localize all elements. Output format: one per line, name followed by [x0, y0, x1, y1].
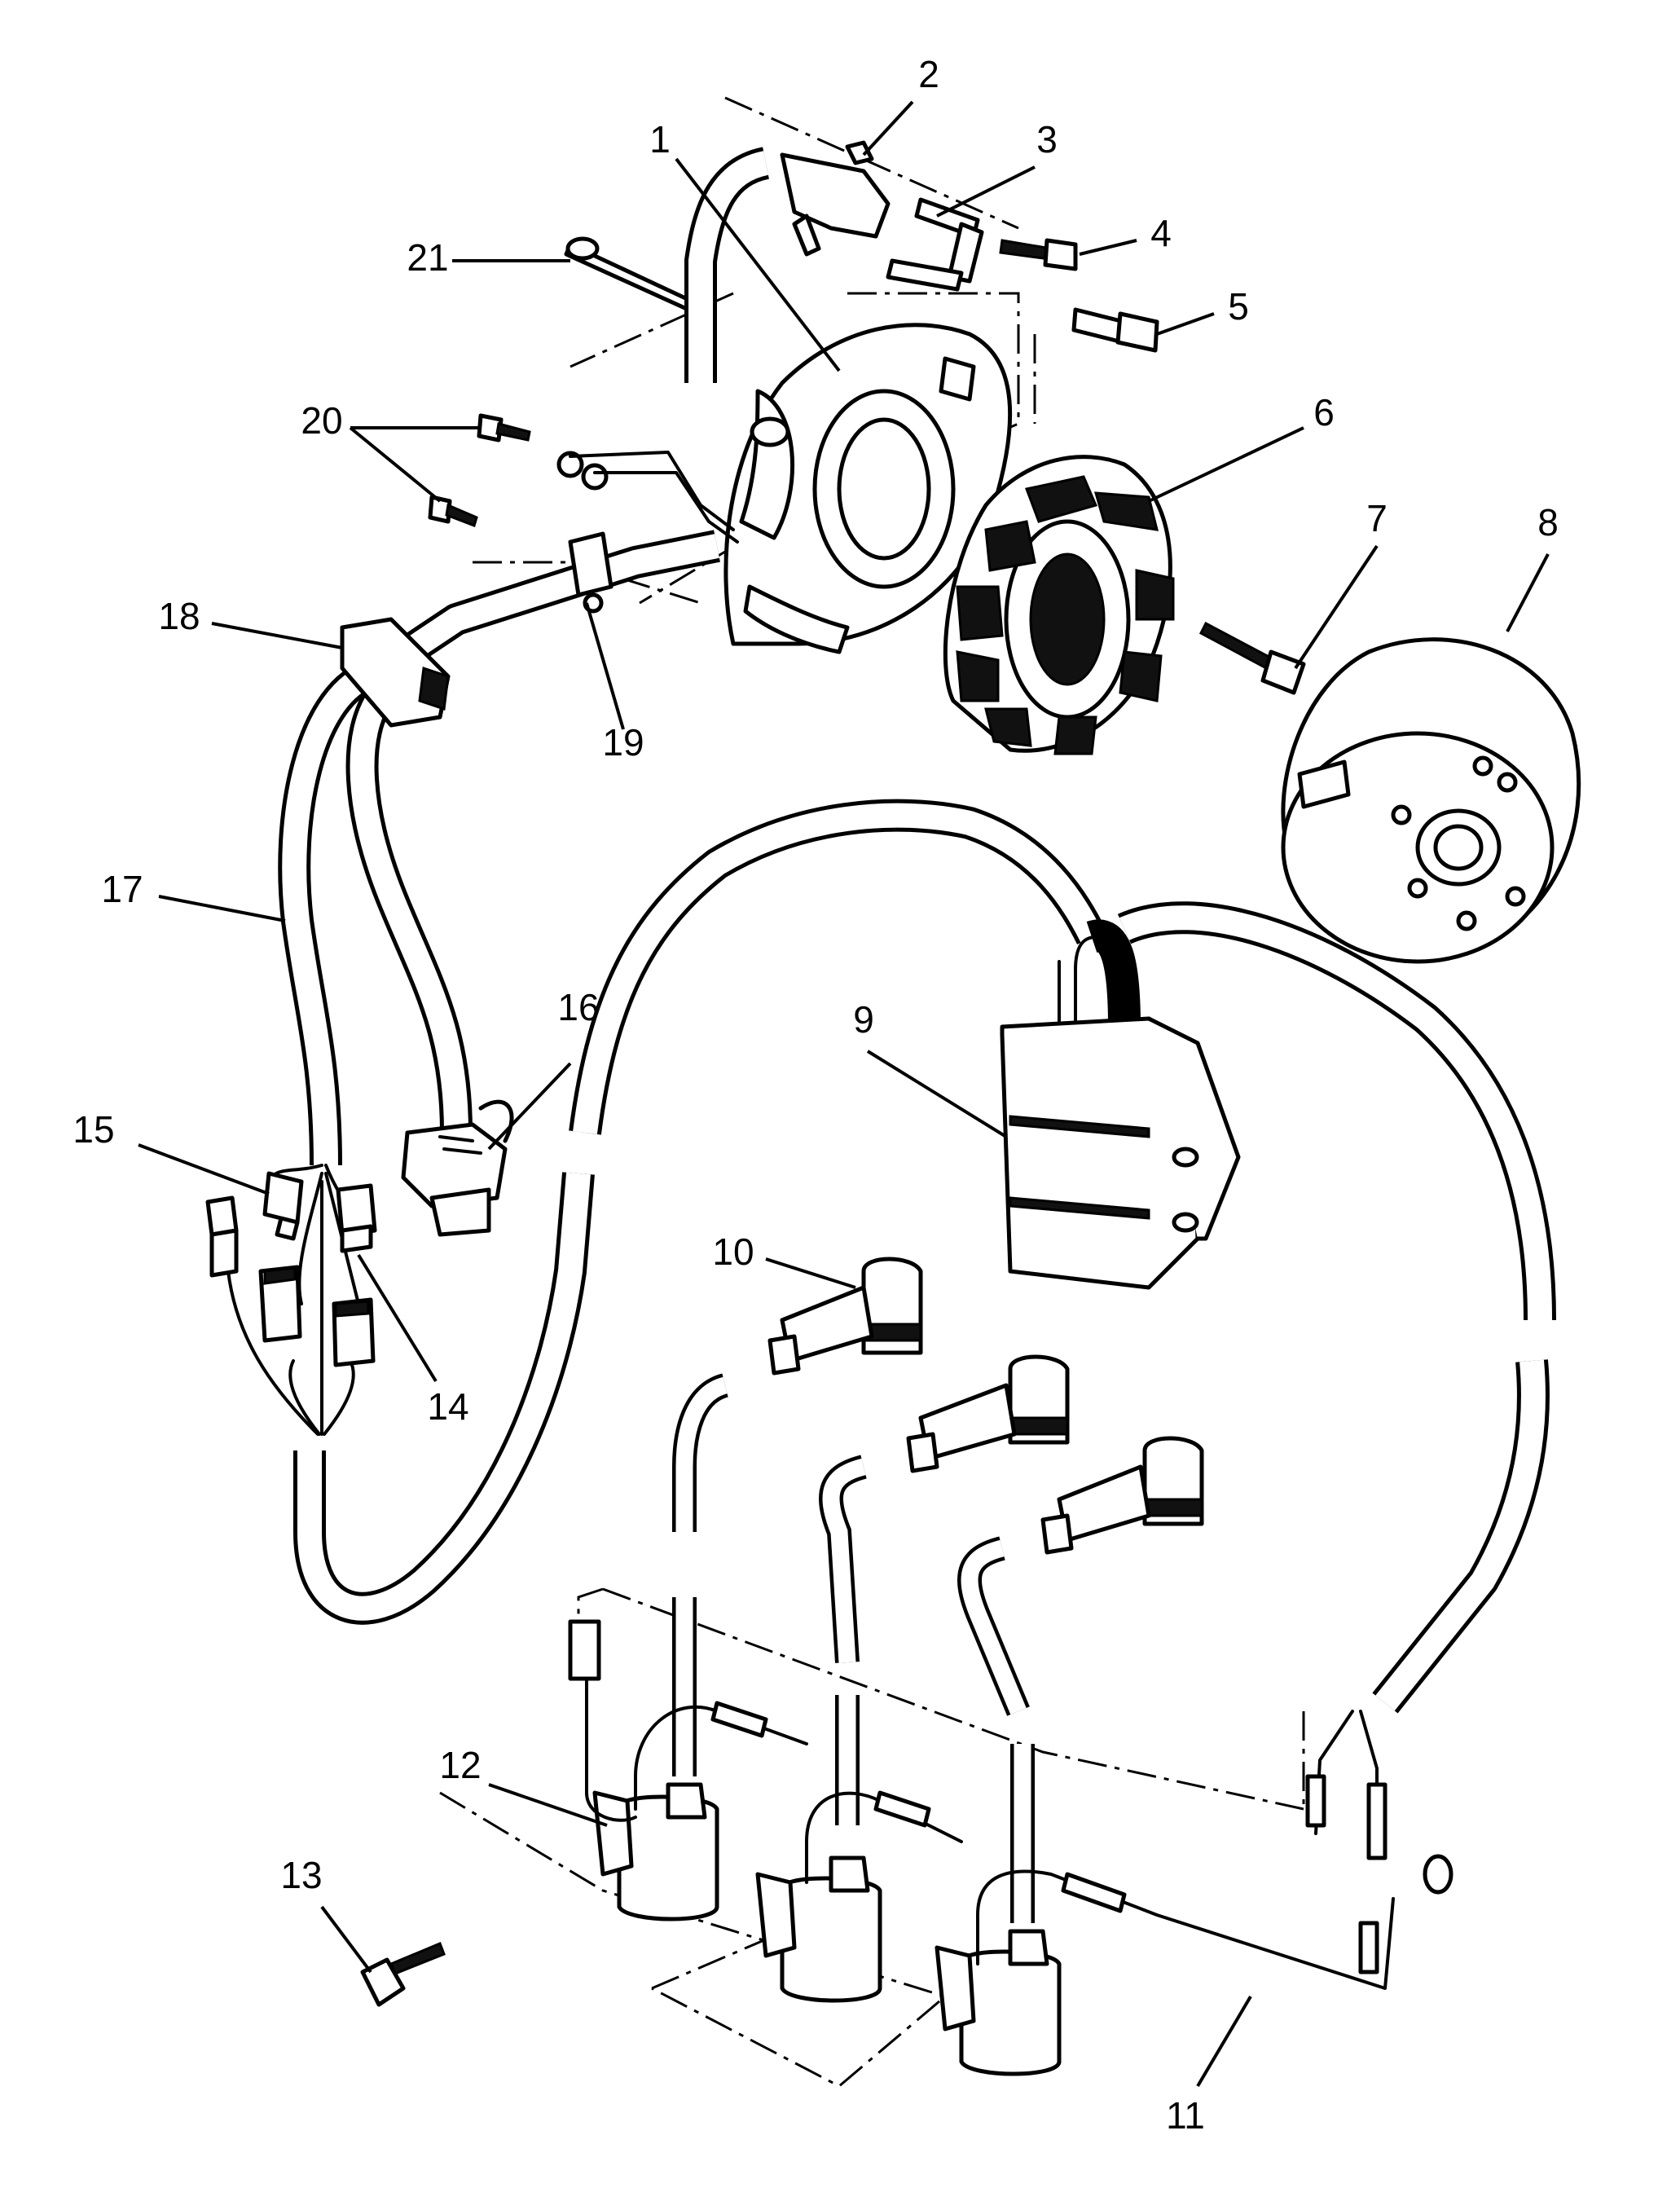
- callout-1: 1: [649, 118, 671, 161]
- leader-lines: [138, 100, 1550, 2088]
- stator-plate: [723, 323, 1013, 654]
- callout-13: 13: [280, 1854, 322, 1896]
- callout-18: 18: [158, 595, 200, 637]
- spark-plug-caps: [672, 1257, 1204, 1923]
- callout-20: 20: [301, 399, 342, 442]
- callout-12: 12: [439, 1744, 481, 1786]
- callout-4: 4: [1150, 212, 1172, 254]
- callout-6: 6: [1313, 391, 1335, 434]
- flywheel: [1281, 637, 1581, 964]
- callout-5: 5: [1228, 285, 1249, 328]
- screw-medium: [1071, 307, 1159, 353]
- stator: [943, 455, 1175, 755]
- callout-labels: 1 2 3 4 5 6 7 8 9 10 11 12 13 14 15 16 1…: [73, 53, 1558, 2137]
- callout-7: 7: [1366, 497, 1388, 539]
- callout-2: 2: [918, 53, 939, 95]
- connector-cluster: [205, 1164, 377, 1436]
- callout-14: 14: [427, 1385, 468, 1428]
- ignition-coils: [568, 1619, 1454, 2076]
- mounting-bolt: [360, 1942, 446, 2007]
- screw-small: [999, 238, 1078, 271]
- assembly-centerlines: [439, 96, 1305, 2088]
- bracket: [886, 197, 984, 292]
- screw-long: [1199, 621, 1306, 695]
- wiring-harness: [278, 451, 1106, 1625]
- cable-tie: [564, 236, 695, 312]
- callout-3: 3: [1036, 118, 1058, 161]
- callout-11: 11: [1166, 2094, 1205, 2137]
- regulator-connector: [401, 1099, 514, 1237]
- pulser-coil: [684, 140, 891, 383]
- callout-16: 16: [557, 986, 599, 1028]
- callout-10: 10: [712, 1230, 754, 1273]
- callout-17: 17: [101, 868, 143, 910]
- screws-pair: [428, 413, 609, 527]
- callout-9: 9: [853, 998, 874, 1041]
- callout-15: 15: [73, 1108, 114, 1151]
- harness-clamp: [568, 531, 614, 614]
- grommet: [340, 617, 451, 728]
- callout-8: 8: [1537, 501, 1559, 544]
- callout-21: 21: [407, 236, 448, 279]
- callout-19: 19: [602, 721, 644, 764]
- cdi-module: [1000, 901, 1556, 1974]
